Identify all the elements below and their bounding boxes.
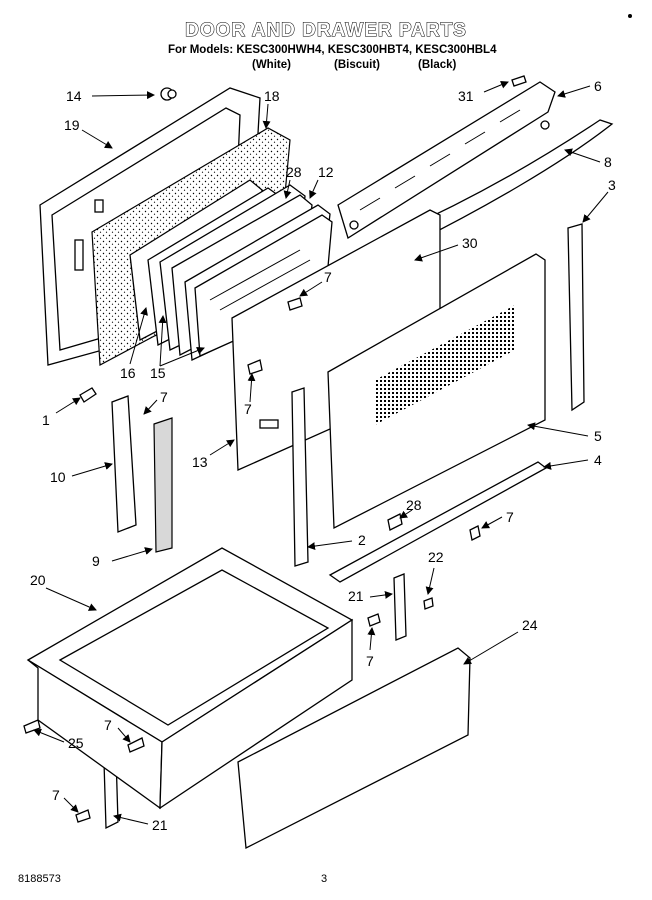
model-list: For Models: KESC300HWH4, KESC300HBT4, KE… (168, 44, 497, 56)
callout-10: 10 (50, 469, 66, 485)
callout-30: 30 (462, 235, 478, 251)
callout-4: 4 (594, 452, 602, 468)
callout-13: 13 (192, 454, 208, 470)
callout-labels: 14 18 19 28 12 31 6 8 3 30 7 16 15 7 1 7… (30, 78, 616, 833)
callout-21-b: 21 (152, 817, 168, 833)
part-clip (79, 387, 97, 403)
part-drawer-body (26, 547, 354, 810)
callout-21-a: 21 (348, 588, 364, 604)
variant-biscuit: (Biscuit) (334, 59, 380, 71)
callout-22: 22 (428, 549, 444, 565)
variant-black: (Black) (418, 59, 457, 71)
variant-white: (White) (252, 59, 291, 71)
part-door-handle (397, 119, 614, 246)
callout-7-c: 7 (160, 389, 168, 405)
part-outer-door-panel (327, 253, 546, 530)
part-drawer-front (237, 647, 471, 850)
callout-28-b: 28 (406, 497, 422, 513)
part-hinge (111, 395, 137, 533)
callout-5: 5 (594, 428, 602, 444)
part-drawer-slide-upper (393, 573, 407, 641)
callout-18: 18 (264, 88, 280, 104)
callout-7-d: 7 (506, 509, 514, 525)
part-side-trim (567, 223, 585, 412)
callout-12: 12 (318, 164, 334, 180)
callout-7-g: 7 (52, 787, 60, 803)
callout-15: 15 (150, 365, 166, 381)
part-inner-door-panel (231, 209, 441, 471)
callout-6: 6 (594, 78, 602, 94)
callout-8: 8 (604, 154, 612, 170)
callout-16: 16 (120, 365, 136, 381)
page-title: DOOR AND DRAWER PARTS (185, 20, 467, 42)
callout-1: 1 (42, 412, 50, 428)
callout-25: 25 (68, 735, 84, 751)
part-top-vent-trim (337, 81, 556, 240)
part-spacer (153, 417, 173, 553)
callout-28: 28 (286, 164, 302, 180)
page-number: 3 (321, 873, 328, 885)
part-lower-side-trim (291, 387, 309, 567)
callout-3: 3 (608, 177, 616, 193)
document-number: 8188573 (18, 873, 61, 885)
part-screw-31 (511, 75, 527, 87)
part-screws (23, 297, 481, 823)
callout-7-f: 7 (104, 717, 112, 733)
callout-arrows (33, 81, 609, 825)
part-bumper (160, 87, 177, 101)
callout-19: 19 (64, 117, 80, 133)
callout-7-b: 7 (244, 401, 252, 417)
callout-9: 9 (92, 553, 100, 569)
callout-31: 31 (458, 88, 474, 104)
callout-20: 20 (30, 572, 46, 588)
part-inner-glass-layers (129, 179, 333, 361)
callout-7-e: 7 (366, 653, 374, 669)
callout-2: 2 (358, 532, 366, 548)
corner-mark (628, 14, 632, 18)
callout-14: 14 (66, 88, 82, 104)
callout-7-a: 7 (324, 269, 332, 285)
callout-24: 24 (522, 617, 538, 633)
